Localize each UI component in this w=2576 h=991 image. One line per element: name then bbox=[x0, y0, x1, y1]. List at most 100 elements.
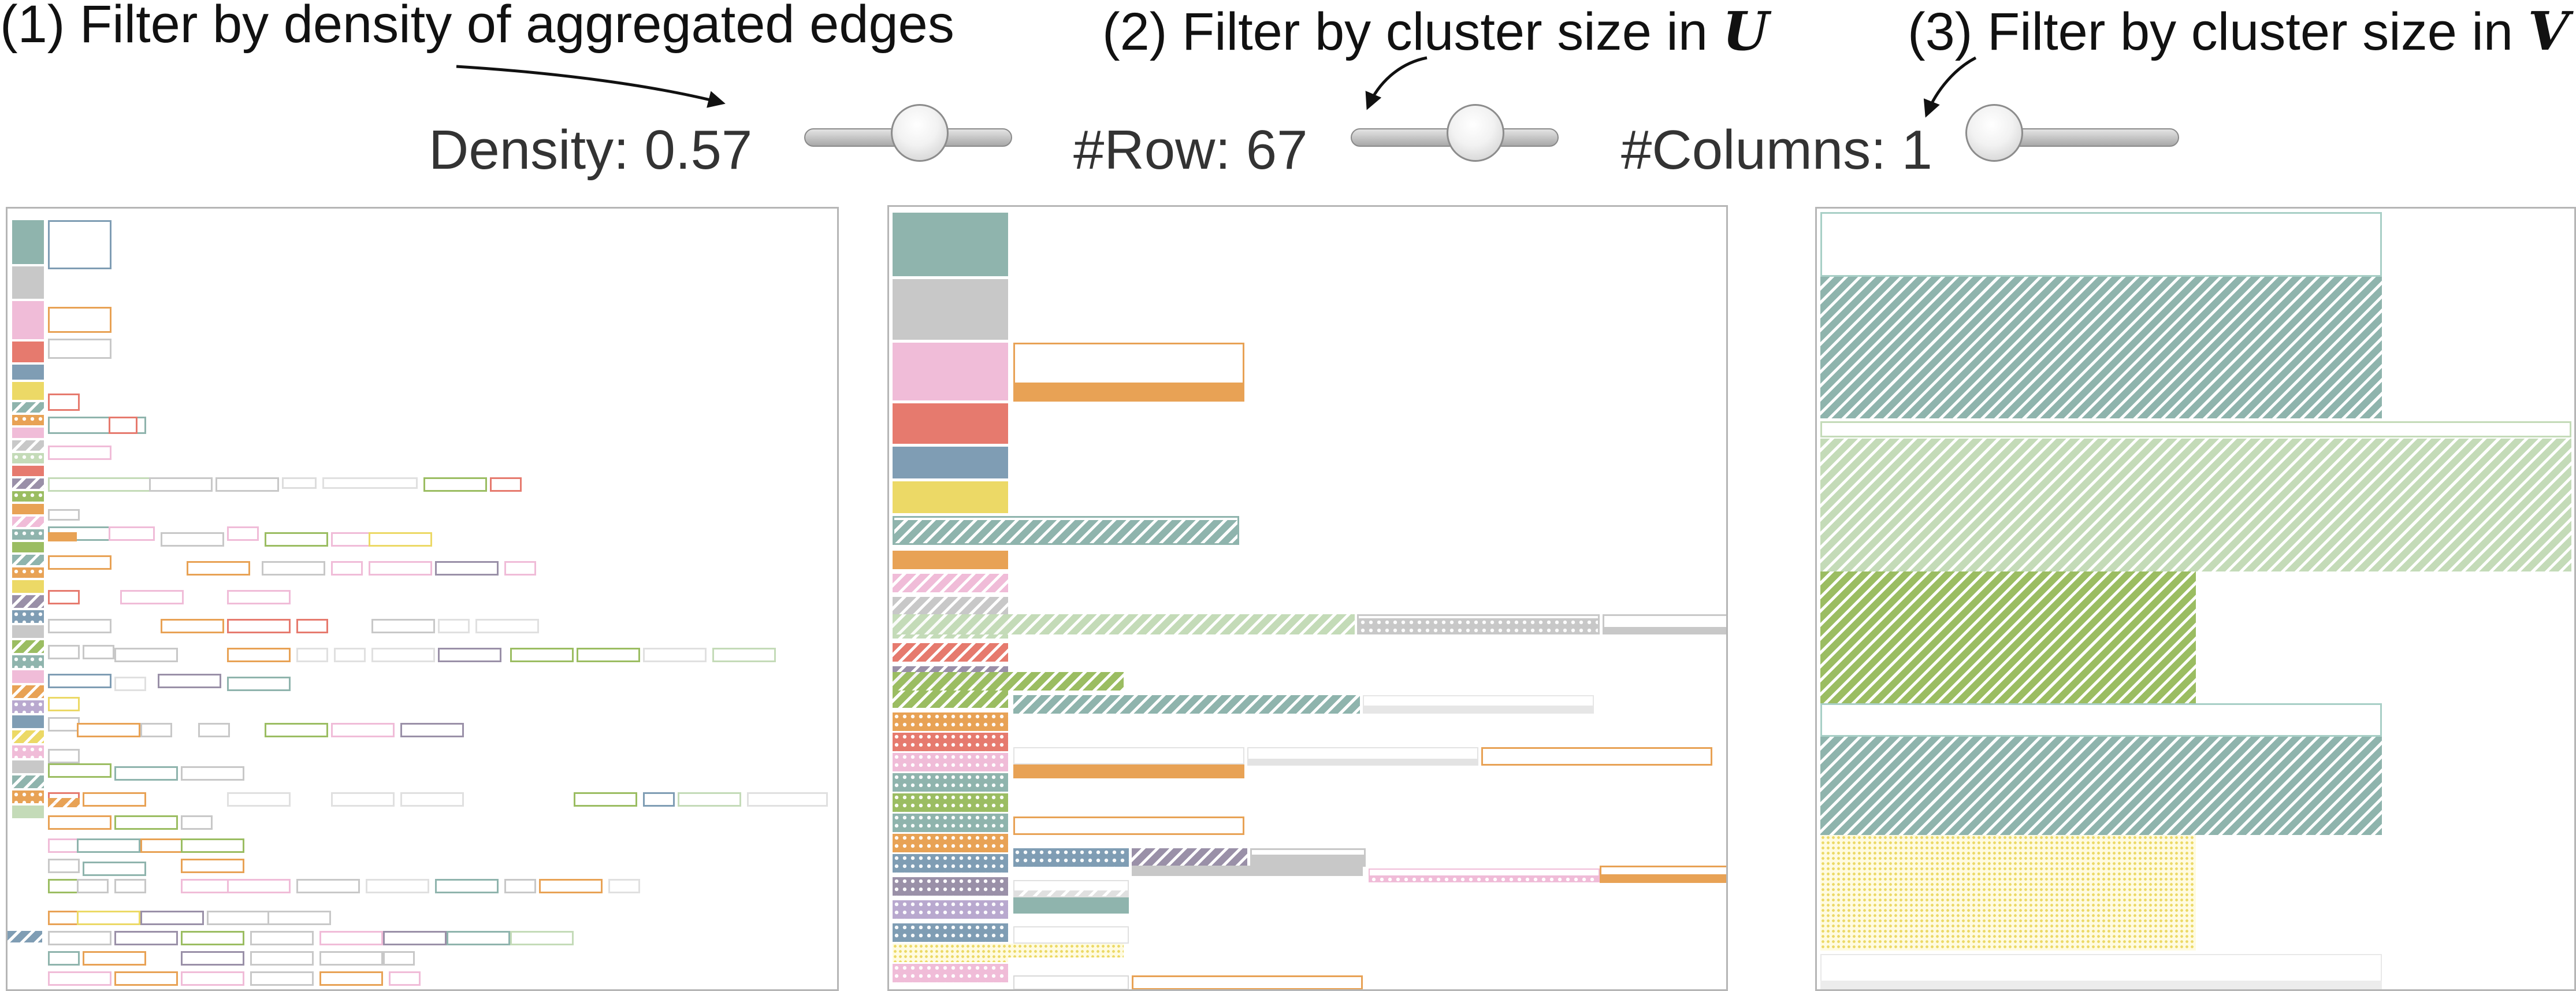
density-slider[interactable] bbox=[804, 104, 1012, 168]
aggregated-edge bbox=[435, 561, 499, 576]
aggregated-edge bbox=[1820, 571, 2196, 703]
row-cluster bbox=[12, 700, 44, 713]
aggregated-edge bbox=[475, 619, 539, 633]
edge-density-bar bbox=[1252, 855, 1364, 865]
aggregated-edge bbox=[319, 971, 383, 986]
row-cluster bbox=[12, 555, 44, 565]
aggregated-edge bbox=[331, 561, 363, 576]
aggregated-edge bbox=[1013, 880, 1129, 897]
aggregated-edge bbox=[48, 697, 80, 711]
aggregated-edge bbox=[643, 792, 675, 807]
aggregated-edge bbox=[48, 446, 111, 460]
row-cluster bbox=[893, 773, 1008, 792]
aggregated-edge bbox=[227, 590, 291, 604]
aggregated-edge bbox=[181, 766, 244, 781]
aggregated-edge bbox=[322, 477, 418, 489]
aggregated-edge bbox=[504, 561, 536, 576]
aggregated-edge bbox=[1369, 868, 1600, 882]
aggregated-edge bbox=[48, 619, 111, 633]
aggregated-edge bbox=[48, 951, 80, 966]
aggregated-edge bbox=[114, 648, 178, 662]
aggregated-edge bbox=[893, 614, 1355, 634]
aggregated-edge bbox=[1013, 926, 1129, 944]
row-cluster bbox=[893, 689, 1008, 708]
aggregated-edge bbox=[1013, 975, 1129, 989]
aggregated-edge bbox=[181, 951, 244, 966]
aggregated-edge bbox=[400, 792, 464, 807]
aggregated-edge bbox=[114, 815, 178, 830]
aggregated-edge bbox=[227, 792, 291, 807]
row-cluster bbox=[893, 753, 1008, 771]
aggregated-edge bbox=[319, 931, 383, 945]
caption-column-var: V bbox=[2527, 0, 2569, 62]
caption-density-text: (1) Filter by density of aggregated edge… bbox=[0, 0, 954, 54]
aggregated-edge bbox=[48, 879, 80, 893]
aggregated-edge bbox=[48, 931, 111, 945]
aggregated-edge bbox=[423, 477, 487, 492]
aggregated-edge bbox=[48, 307, 111, 333]
aggregated-edge bbox=[48, 859, 80, 873]
aggregated-edge bbox=[48, 749, 80, 763]
row-cluster bbox=[12, 453, 44, 463]
aggregated-edge bbox=[48, 590, 80, 604]
aggregated-edge bbox=[83, 862, 146, 876]
aggregated-edge bbox=[319, 951, 383, 966]
aggregated-edge bbox=[215, 477, 279, 492]
edge-density-bar bbox=[1014, 890, 1128, 896]
aggregated-edge bbox=[1013, 764, 1244, 778]
aggregated-edge bbox=[48, 763, 111, 778]
aggregated-edge bbox=[389, 971, 421, 986]
aggregated-edge bbox=[296, 879, 360, 893]
aggregated-edge bbox=[114, 766, 178, 781]
column-cluster bbox=[1820, 212, 2382, 277]
aggregated-edge bbox=[1013, 897, 1129, 914]
aggregated-edge bbox=[438, 619, 470, 633]
aggregated-edge bbox=[438, 648, 501, 662]
row-cluster bbox=[893, 733, 1008, 751]
row-cluster bbox=[12, 342, 44, 362]
aggregated-edge bbox=[577, 648, 640, 662]
aggregated-edge bbox=[371, 619, 435, 633]
row-cluster bbox=[893, 877, 1008, 896]
aggregated-edge bbox=[48, 532, 77, 541]
row-cluster bbox=[12, 428, 44, 438]
row-cluster bbox=[12, 715, 44, 728]
aggregated-edge bbox=[48, 798, 80, 807]
row-slider-thumb[interactable] bbox=[1447, 104, 1505, 162]
aggregated-edge bbox=[140, 723, 172, 737]
aggregated-edge bbox=[77, 838, 140, 853]
aggregated-edge bbox=[1013, 848, 1129, 867]
aggregated-edge bbox=[140, 911, 204, 925]
row-cluster bbox=[12, 517, 44, 527]
row-slider[interactable] bbox=[1351, 104, 1559, 168]
density-slider-thumb[interactable] bbox=[890, 104, 949, 162]
aggregated-edge bbox=[77, 879, 109, 893]
edge-density-bar bbox=[1015, 383, 1243, 400]
density-filtered-view bbox=[6, 207, 839, 991]
aggregated-edge bbox=[1357, 614, 1600, 634]
aggregated-edge bbox=[48, 555, 111, 570]
aggregated-edge bbox=[83, 951, 146, 966]
row-cluster bbox=[12, 466, 44, 476]
row-cluster bbox=[12, 625, 44, 638]
aggregated-edge bbox=[1481, 747, 1712, 766]
edge-density-bar bbox=[1370, 875, 1599, 881]
column-slider[interactable] bbox=[1965, 104, 2179, 168]
row-cluster bbox=[893, 597, 1008, 615]
aggregated-edge bbox=[539, 879, 603, 893]
aggregated-edge bbox=[1820, 981, 2382, 989]
aggregated-edge bbox=[161, 619, 224, 633]
aggregated-edge bbox=[1013, 695, 1360, 714]
column-slider-thumb[interactable] bbox=[1965, 104, 2023, 162]
aggregated-edge bbox=[48, 394, 80, 411]
row-cluster bbox=[12, 301, 44, 339]
row-cluster bbox=[893, 213, 1008, 276]
caption-column-filter: (3) Filter by cluster size in V bbox=[1908, 0, 2569, 62]
row-cluster bbox=[12, 595, 44, 608]
aggregated-edge bbox=[1132, 975, 1363, 989]
aggregated-edge bbox=[207, 911, 270, 925]
aggregated-edge bbox=[262, 561, 325, 576]
aggregated-edge bbox=[678, 792, 741, 807]
aggregated-edge bbox=[574, 792, 637, 807]
column-cluster bbox=[1820, 954, 2382, 982]
